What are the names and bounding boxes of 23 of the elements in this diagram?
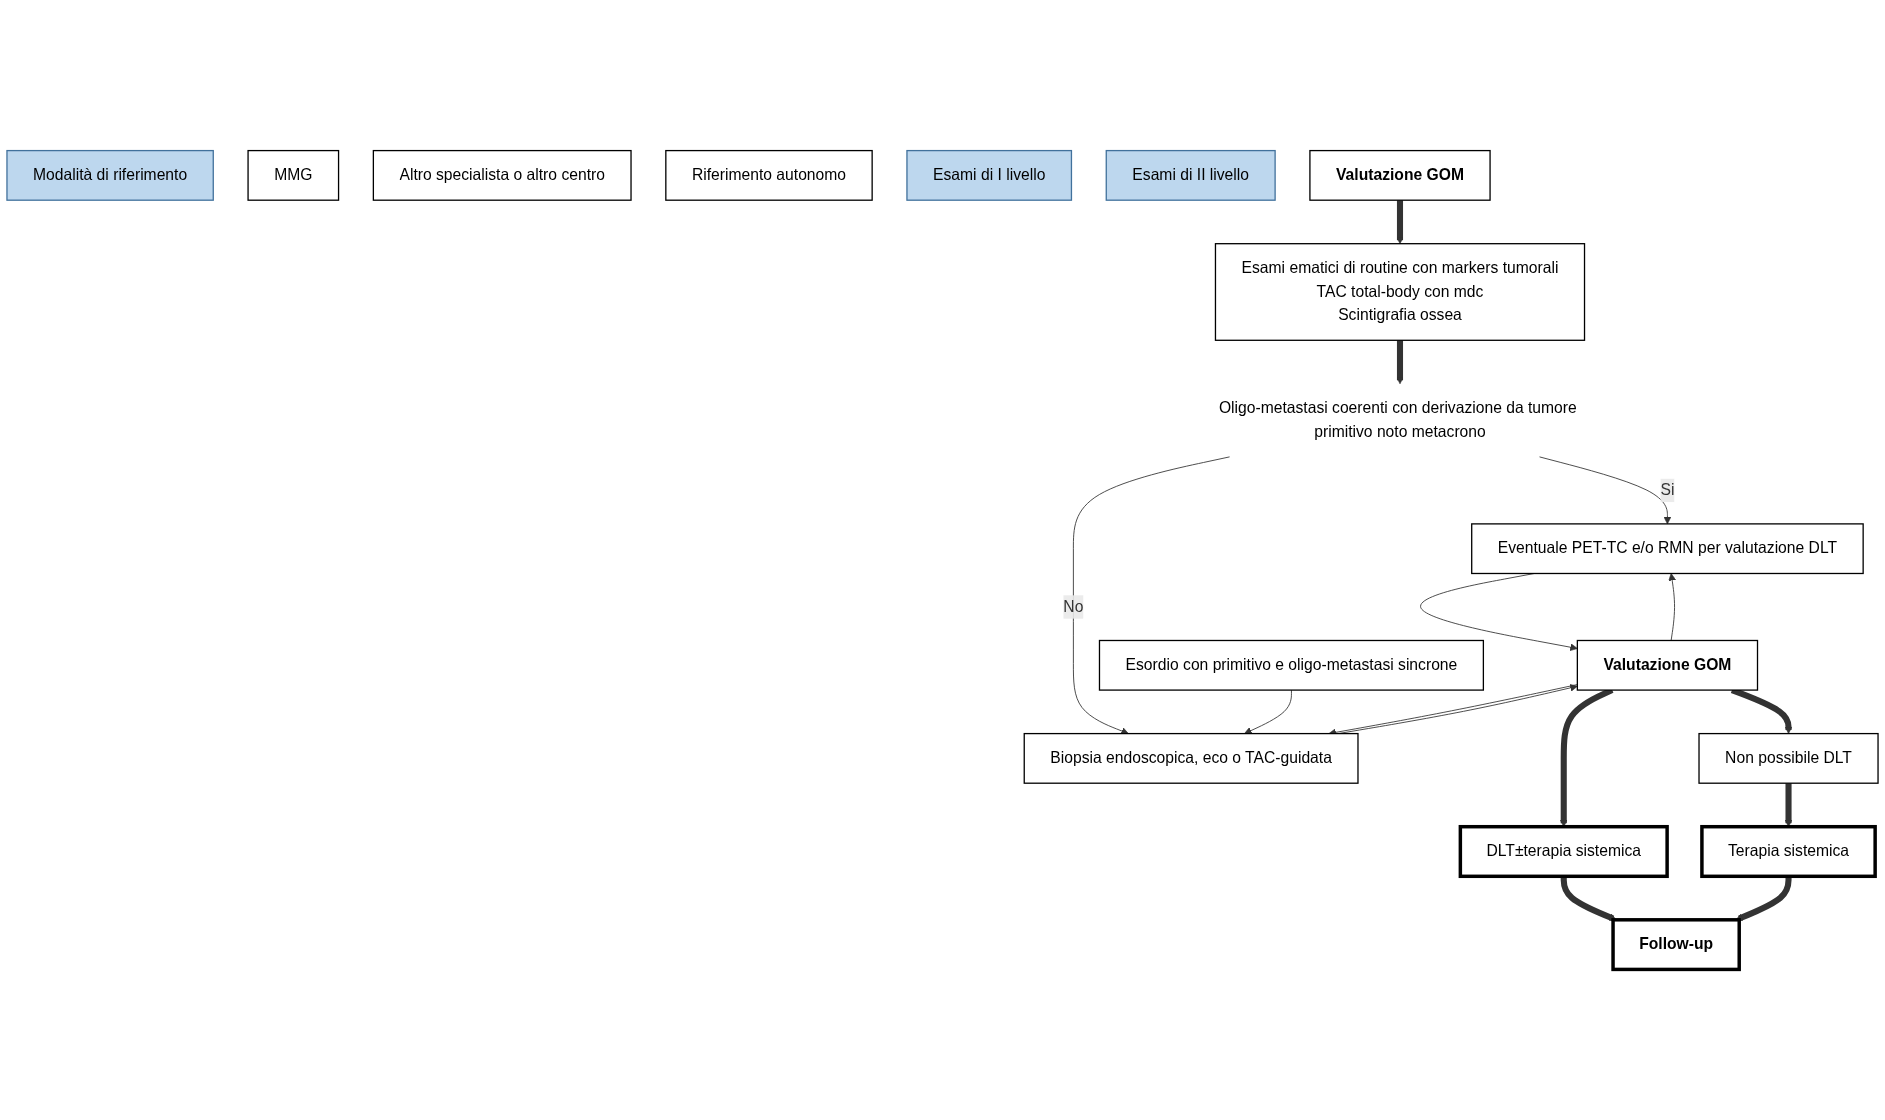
node-box: Esami di I livello — [906, 149, 1073, 201]
arrow — [1560, 876, 1617, 922]
node-box: Altro specialista o altro centro — [372, 149, 632, 201]
node-box: Valutazione GOM — [1309, 149, 1491, 201]
edge-label: No — [1063, 597, 1084, 616]
arrow — [1735, 876, 1792, 922]
arrow — [1396, 200, 1404, 245]
node-box: Modalità di riferimento — [6, 149, 214, 201]
edge-label: Si — [1660, 481, 1675, 499]
node-text: Oligo-metastasi coerenti con derivazione da tumore primitivo noto metacrono — [1218, 399, 1577, 441]
node-box: Esami di II livello — [1105, 149, 1276, 201]
node-box: Esami ematici di routine con markers tumorali TAC total-body con mdc Scintigrafia ossea — [1214, 243, 1586, 341]
node-box: Eventuale PET-TC e/o RMN per valutazione DLT — [1471, 523, 1864, 575]
node-box: Follow-up — [1611, 918, 1741, 972]
node-box: DLT±terapia sistemica — [1458, 824, 1669, 879]
node-box: Esordio con primitivo e oligo-metastasi sincrone — [1098, 639, 1485, 691]
node-box: Terapia sistemica — [1700, 824, 1877, 879]
node-box: Riferimento autonomo — [665, 149, 873, 201]
node-box: MMG — [247, 149, 340, 201]
node-box: Non possibile DLT — [1698, 732, 1879, 784]
node-box: Valutazione GOM — [1576, 639, 1759, 691]
arrow — [1396, 340, 1404, 385]
node-box: Biopsia endoscopica, eco o TAC-guidata — [1023, 732, 1359, 784]
